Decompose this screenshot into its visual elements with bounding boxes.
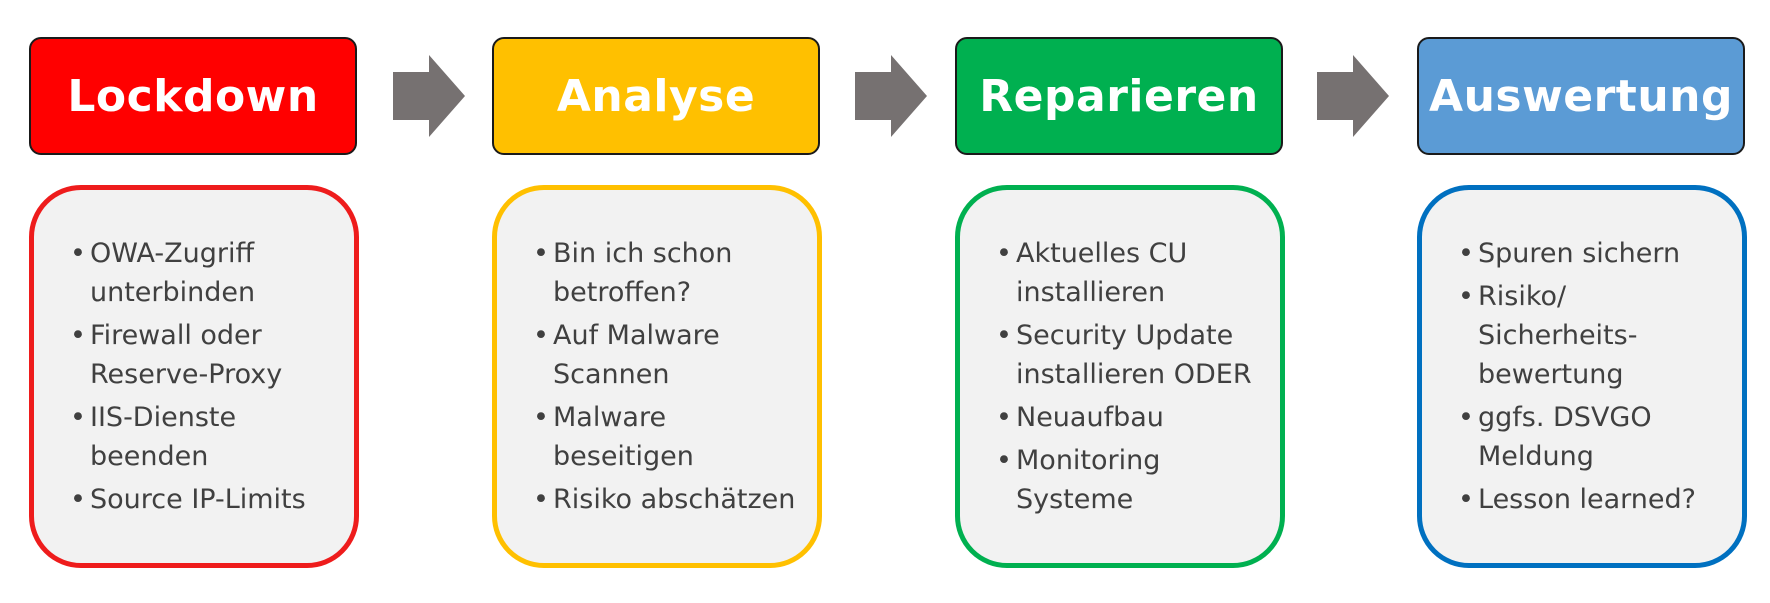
list-item-text: Source IP-Limits	[90, 483, 306, 515]
list-item: •ggfs. DSVGO Meldung	[1458, 398, 1678, 476]
list-item: •Neuaufbau	[996, 398, 1266, 437]
list-item: •Risiko/ Sicherheits-bewertung	[1458, 277, 1668, 394]
phase-title: Auswertung	[1429, 70, 1733, 122]
list-item: •Auf Malware Scannen	[533, 316, 753, 394]
list-item-text: Aktuelles CU installieren	[1016, 237, 1188, 308]
bullet-icon: •	[70, 483, 86, 515]
phase-header-lockdown: Lockdown	[29, 37, 357, 155]
list-item-text: Monitoring Systeme	[1016, 444, 1161, 515]
bullet-list: •Spuren sichern •Risiko/ Sicherheits-bew…	[1458, 231, 1728, 523]
list-item-text: OWA-Zugriff unterbinden	[90, 237, 256, 308]
bullet-icon: •	[70, 401, 86, 433]
bullet-icon: •	[533, 401, 549, 433]
list-item: •Firewall oder Reserve-Proxy	[70, 316, 310, 394]
bullet-icon: •	[70, 237, 86, 269]
phase-analyse: Analyse •Bin ich schon betroffen? •Auf M…	[492, 0, 832, 603]
phase-auswertung: Auswertung •Spuren sichern •Risiko/ Sich…	[1417, 0, 1757, 603]
list-item-text: Firewall oder Reserve-Proxy	[90, 319, 283, 390]
list-item: •Spuren sichern	[1458, 234, 1728, 273]
list-item: •Security Update installieren ODER	[996, 316, 1256, 394]
list-item-text: ggfs. DSVGO Meldung	[1478, 401, 1652, 472]
bullet-icon: •	[1458, 401, 1474, 433]
phase-title: Reparieren	[979, 70, 1259, 122]
list-item: •Bin ich schon betroffen?	[533, 234, 753, 312]
phase-card-analyse: •Bin ich schon betroffen? •Auf Malware S…	[492, 185, 822, 568]
phase-header-analyse: Analyse	[492, 37, 820, 155]
bullet-icon: •	[996, 444, 1012, 476]
list-item-text: Spuren sichern	[1478, 237, 1681, 269]
phase-card-lockdown: •OWA-Zugriff unterbinden •Firewall oder …	[29, 185, 359, 568]
bullet-icon: •	[533, 319, 549, 351]
bullet-icon: •	[533, 483, 549, 515]
bullet-icon: •	[533, 237, 549, 269]
list-item-text: Bin ich schon betroffen?	[553, 237, 733, 308]
bullet-icon: •	[1458, 237, 1474, 269]
phase-title: Lockdown	[67, 70, 319, 122]
list-item: •Risiko abschätzen	[533, 480, 803, 519]
phase-title: Analyse	[556, 70, 756, 122]
list-item-text: Malware beseitigen	[553, 401, 694, 472]
list-item-text: Security Update installieren ODER	[1016, 319, 1252, 390]
phase-card-reparieren: •Aktuelles CU installieren •Security Upd…	[955, 185, 1285, 568]
list-item: •Source IP-Limits	[70, 480, 340, 519]
list-item: •Aktuelles CU installieren	[996, 234, 1236, 312]
phase-lockdown: Lockdown •OWA-Zugriff unterbinden •Firew…	[29, 0, 369, 603]
list-item-text: IIS-Dienste beenden	[90, 401, 237, 472]
phase-reparieren: Reparieren •Aktuelles CU installieren •S…	[955, 0, 1295, 603]
phase-header-auswertung: Auswertung	[1417, 37, 1745, 155]
bullet-icon: •	[1458, 483, 1474, 515]
list-item-text: Neuaufbau	[1016, 401, 1164, 433]
list-item: •Malware beseitigen	[533, 398, 753, 476]
bullet-list: •OWA-Zugriff unterbinden •Firewall oder …	[70, 231, 340, 523]
phase-card-auswertung: •Spuren sichern •Risiko/ Sicherheits-bew…	[1417, 185, 1747, 568]
phase-header-reparieren: Reparieren	[955, 37, 1283, 155]
bullet-icon: •	[996, 319, 1012, 351]
bullet-list: •Aktuelles CU installieren •Security Upd…	[996, 231, 1266, 523]
list-item-text: Risiko/ Sicherheits-bewertung	[1478, 280, 1638, 390]
list-item-text: Risiko abschätzen	[553, 483, 796, 515]
bullet-icon: •	[1458, 280, 1474, 312]
list-item: •IIS-Dienste beenden	[70, 398, 290, 476]
bullet-icon: •	[996, 401, 1012, 433]
bullet-icon: •	[996, 237, 1012, 269]
list-item-text: Auf Malware Scannen	[553, 319, 720, 390]
arrow-right-icon	[393, 55, 465, 137]
list-item-text: Lesson learned?	[1478, 483, 1697, 515]
arrow-right-icon	[855, 55, 927, 137]
list-item: •Monitoring Systeme	[996, 441, 1216, 519]
list-item: •OWA-Zugriff unterbinden	[70, 234, 290, 312]
list-item: •Lesson learned?	[1458, 480, 1728, 519]
arrow-right-icon	[1317, 55, 1389, 137]
bullet-icon: •	[70, 319, 86, 351]
bullet-list: •Bin ich schon betroffen? •Auf Malware S…	[533, 231, 803, 523]
